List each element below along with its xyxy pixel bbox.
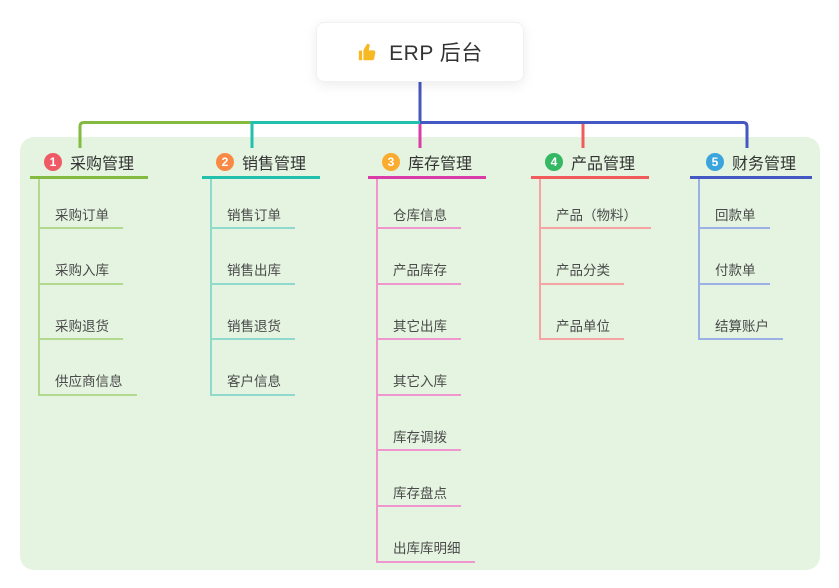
child-topic[interactable]: 其它入库 — [376, 368, 461, 396]
child-topic-label: 供应商信息 — [55, 374, 123, 390]
branch-trunk-line — [539, 179, 541, 341]
branch-trunk-line — [38, 179, 40, 396]
branch-topic-label: 财务管理 — [731, 156, 796, 173]
branch-topic-label: 库存管理 — [407, 156, 472, 173]
branch-number-badge: 3 — [381, 153, 400, 171]
child-topic[interactable]: 产品库存 — [376, 257, 461, 285]
child-topic-label: 仓库信息 — [393, 207, 447, 223]
child-topic-label: 产品分类 — [556, 263, 610, 279]
branch-trunk-line — [698, 179, 700, 341]
child-topic[interactable]: 供应商信息 — [38, 368, 137, 396]
child-topic-label: 结算账户 — [715, 318, 769, 334]
child-topic[interactable]: 付款单 — [698, 257, 770, 285]
child-topic[interactable]: 产品（物料） — [539, 201, 651, 229]
child-topic-label: 库存调拨 — [393, 429, 447, 445]
branch-topic-label: 采购管理 — [69, 156, 134, 173]
branch-topic-5[interactable]: 5 财务管理 — [690, 148, 812, 179]
root-topic-label: ERP 后台 — [389, 42, 483, 65]
branch-number-badge: 2 — [215, 153, 234, 171]
child-topic-label: 付款单 — [715, 263, 756, 279]
child-topic-label: 销售退货 — [227, 318, 281, 334]
child-topic[interactable]: 出库库明细 — [376, 535, 475, 563]
child-topic-label: 回款单 — [715, 207, 756, 223]
child-topic-label: 销售订单 — [227, 207, 281, 223]
child-topic[interactable]: 库存盘点 — [376, 479, 461, 507]
child-topic-label: 采购退货 — [55, 318, 109, 334]
child-topic-label: 采购订单 — [55, 207, 109, 223]
branch-topic-1[interactable]: 1 采购管理 — [30, 148, 148, 179]
branch-number-badge: 1 — [43, 153, 62, 171]
child-topic-label: 销售出库 — [227, 263, 281, 279]
branch-topic-label: 产品管理 — [570, 156, 635, 173]
child-topic[interactable]: 产品分类 — [539, 257, 624, 285]
child-topic[interactable]: 采购订单 — [38, 201, 123, 229]
child-topic-label: 其它出库 — [393, 318, 447, 334]
child-topic[interactable]: 销售订单 — [210, 201, 295, 229]
child-topic[interactable]: 库存调拨 — [376, 423, 461, 452]
thumbs-up-icon — [359, 43, 376, 61]
root-topic[interactable]: ERP 后台 — [316, 22, 524, 82]
child-topic[interactable]: 客户信息 — [210, 368, 295, 396]
child-topic[interactable]: 采购退货 — [38, 312, 123, 341]
child-topic[interactable]: 销售出库 — [210, 257, 295, 285]
mindmap-canvas — [20, 137, 820, 570]
child-topic[interactable]: 销售退货 — [210, 312, 295, 341]
branch-topic-2[interactable]: 2 销售管理 — [202, 148, 320, 179]
branch-topic-label: 销售管理 — [241, 156, 306, 173]
branch-trunk-line — [376, 179, 378, 563]
child-topic[interactable]: 采购入库 — [38, 257, 123, 285]
child-topic[interactable]: 结算账户 — [698, 312, 783, 341]
child-topic-label: 产品库存 — [393, 263, 447, 279]
branch-topic-3[interactable]: 3 库存管理 — [368, 148, 486, 179]
child-topic-label: 产品单位 — [556, 318, 610, 334]
branch-number-badge: 5 — [705, 153, 724, 171]
branch-trunk-line — [210, 179, 212, 396]
child-topic-label: 产品（物料） — [556, 207, 637, 223]
child-topic-label: 客户信息 — [227, 374, 281, 390]
child-topic[interactable]: 仓库信息 — [376, 201, 461, 229]
child-topic[interactable]: 回款单 — [698, 201, 770, 229]
child-topic[interactable]: 产品单位 — [539, 312, 624, 341]
child-topic-label: 其它入库 — [393, 374, 447, 390]
child-topic-label: 采购入库 — [55, 263, 109, 279]
child-topic-label: 出库库明细 — [393, 541, 461, 557]
branch-number-badge: 4 — [544, 153, 563, 171]
child-topic[interactable]: 其它出库 — [376, 312, 461, 341]
child-topic-label: 库存盘点 — [393, 485, 447, 501]
branch-topic-4[interactable]: 4 产品管理 — [531, 148, 649, 179]
